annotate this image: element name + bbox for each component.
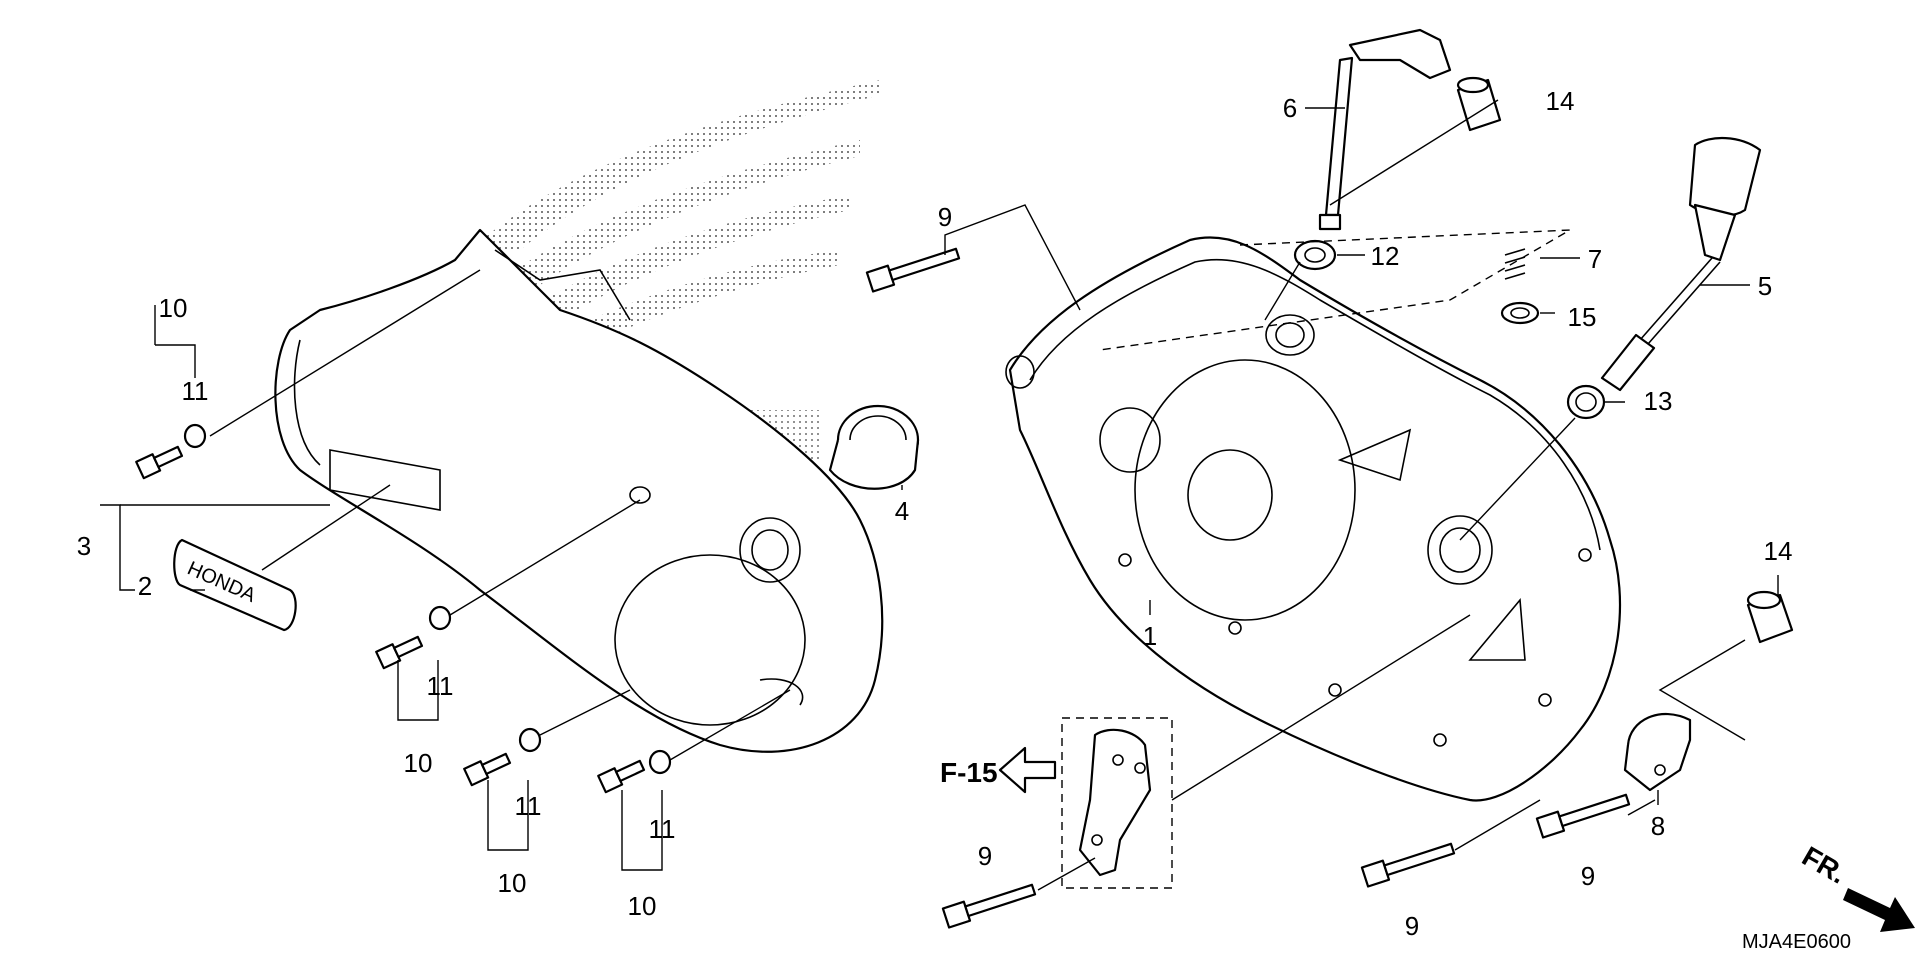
part-15-washer [1500,301,1540,325]
left-crankcase-outer-cover [274,228,884,753]
callout-2: 2 [138,571,152,601]
leader-lines [100,99,1779,891]
callout-13: 13 [1644,386,1673,416]
callout-10-top: 10 [159,293,188,323]
callout-8: 8 [1651,811,1665,841]
bracket-in-box [1061,717,1173,889]
callout-12: 12 [1371,241,1400,271]
part-2-honda-emblem: HONDA [173,538,297,632]
callout-5: 5 [1758,271,1772,301]
callout-9-bottom-left: 9 [978,841,992,871]
callout-14-right: 14 [1764,536,1793,566]
callout-1: 1 [1143,621,1157,651]
callout-11-bottom: 11 [649,814,676,844]
part-13-o-ring [1566,384,1606,420]
part-1-crankcase-cover [1005,236,1622,802]
callout-11-mid: 11 [427,671,454,701]
callouts: 1 2 3 4 5 6 7 8 9 9 9 9 10 10 10 10 11 1… [77,86,1793,941]
callout-15: 15 [1568,302,1597,332]
right-bolts [865,247,1631,929]
callout-9-bottom-mid: 9 [1405,911,1419,941]
part-8-clamp [1623,712,1692,792]
callout-7: 7 [1588,244,1602,274]
callout-9-bottom-right: 9 [1581,861,1595,891]
callout-10-mid: 10 [404,748,433,778]
callout-10-low: 10 [498,868,527,898]
part-5-dipstick [1600,136,1762,392]
callout-10-bottom: 10 [628,891,657,921]
cross-reference-label: F-15 [940,757,998,788]
part-6-rod [1318,28,1452,231]
front-direction-arrow-icon [1843,888,1915,932]
part-14-sleeve-top [1456,76,1502,132]
callout-9-top: 9 [938,202,952,232]
part-4-cap [828,404,920,490]
callout-11-low: 11 [515,791,542,821]
front-direction-label: FR. [1797,840,1852,889]
callout-11-top: 11 [182,376,209,406]
f15-arrow-icon [998,746,1057,794]
part-14-sleeve-right [1746,590,1794,644]
reference-code: MJA4E0600 [1742,931,1851,953]
callout-3: 3 [77,531,91,561]
part-12-seal [1293,239,1337,271]
callout-14-top: 14 [1546,86,1575,116]
part-7-spring [1504,248,1526,280]
callout-6: 6 [1283,93,1297,123]
callout-4: 4 [895,496,909,526]
left-bolts [135,423,672,794]
